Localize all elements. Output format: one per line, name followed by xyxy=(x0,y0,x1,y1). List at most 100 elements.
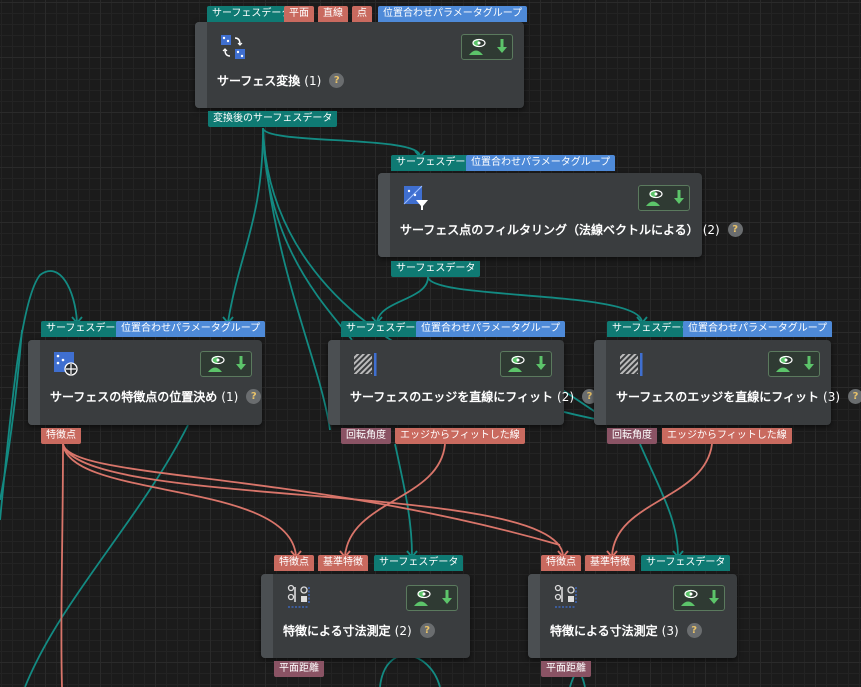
port-in-point[interactable]: 点 xyxy=(352,6,372,22)
wire-edge3-to-measure3 xyxy=(639,443,679,557)
visibility-user-icon[interactable] xyxy=(679,589,699,607)
port-in-surface-data[interactable]: サーフェスデータ xyxy=(41,321,131,337)
port-out-transformed-surface[interactable]: 変換後のサーフェスデータ xyxy=(208,111,338,127)
measure-icon xyxy=(287,584,310,608)
node-title-text: サーフェス変換 xyxy=(217,74,301,88)
wire-edge3line-to-measure3 xyxy=(611,443,713,557)
port-in-align-params[interactable]: 位置合わせパラメータグループ xyxy=(466,155,616,171)
node-body[interactable]: サーフェスのエッジを直線にフィット (3) ? xyxy=(594,340,861,425)
node-controls xyxy=(638,185,690,211)
download-arrow-icon[interactable] xyxy=(708,589,720,607)
node-controls xyxy=(406,585,458,611)
node-controls xyxy=(500,351,552,377)
measure-icon xyxy=(554,584,577,608)
help-icon[interactable]: ? xyxy=(329,73,345,88)
node-index: (2) xyxy=(557,389,575,404)
node-controls xyxy=(461,34,513,60)
port-out-rotation-angle[interactable]: 回転角度 xyxy=(607,428,657,444)
port-in-feature-points[interactable]: 特徴点 xyxy=(274,555,314,571)
port-out-plane-distance[interactable]: 平面距離 xyxy=(541,661,591,677)
wire-left-loop xyxy=(0,270,78,521)
port-out-fitted-line[interactable]: エッジからフィットした線 xyxy=(662,428,792,444)
port-in-align-params[interactable]: 位置合わせパラメータグループ xyxy=(378,6,528,22)
wire-edge2line-to-measure2 xyxy=(344,443,446,557)
visibility-user-icon[interactable] xyxy=(774,355,794,373)
node-title: サーフェス変換 (1) ? xyxy=(217,72,345,89)
visibility-user-icon[interactable] xyxy=(644,189,664,207)
wire-transform-to-feature xyxy=(227,127,264,323)
download-arrow-icon[interactable] xyxy=(535,355,547,373)
node-title-text: 特徴による寸法測定 xyxy=(283,624,391,638)
surface-transform-icon xyxy=(221,35,245,59)
node-index: (1) xyxy=(304,73,322,88)
visibility-user-icon[interactable] xyxy=(206,355,226,373)
port-in-align-params[interactable]: 位置合わせパラメータグループ xyxy=(416,321,566,337)
node-title: サーフェスの特徴点の位置決め (1) ? xyxy=(50,388,262,405)
node-title: 特徴による寸法測定 (3) ? xyxy=(550,622,702,639)
port-in-surface-data[interactable]: サーフェスデータ xyxy=(374,555,464,571)
visibility-user-icon[interactable] xyxy=(412,589,432,607)
download-arrow-icon[interactable] xyxy=(496,38,508,56)
download-arrow-icon[interactable] xyxy=(673,189,685,207)
visibility-user-icon[interactable] xyxy=(506,355,526,373)
port-out-feature-points[interactable]: 特徴点 xyxy=(41,428,81,444)
port-in-reference-feature[interactable]: 基準特徴 xyxy=(585,555,635,571)
help-icon[interactable]: ? xyxy=(686,623,702,638)
port-out-rotation-angle[interactable]: 回転角度 xyxy=(341,428,391,444)
wire-edge2-to-measure2 xyxy=(394,443,413,557)
port-in-surface-data[interactable]: サーフェスデータ xyxy=(391,155,481,171)
node-title-text: 特徴による寸法測定 xyxy=(550,624,658,638)
node-body[interactable]: 特徴による寸法測定 (2) ? xyxy=(261,574,470,658)
node-index: (3) xyxy=(661,623,679,638)
download-arrow-icon[interactable] xyxy=(803,355,815,373)
help-icon[interactable]: ? xyxy=(727,222,743,237)
port-in-surface-data[interactable]: サーフェスデータ xyxy=(207,6,297,22)
download-arrow-icon[interactable] xyxy=(235,355,247,373)
port-in-surface-data[interactable]: サーフェスデータ xyxy=(341,321,431,337)
help-icon[interactable]: ? xyxy=(419,623,435,638)
wire-left-loop-2 xyxy=(0,329,23,501)
help-icon[interactable]: ? xyxy=(246,389,262,404)
node-body[interactable]: サーフェス点のフィルタリング（法線ベクトルによる） (2) ? xyxy=(378,173,743,257)
node-body[interactable]: 特徴による寸法測定 (3) ? xyxy=(528,574,737,658)
visibility-user-icon[interactable] xyxy=(467,38,487,56)
help-icon[interactable]: ? xyxy=(582,389,598,404)
port-in-align-params[interactable]: 位置合わせパラメータグループ xyxy=(116,321,266,337)
port-out-surface-data[interactable]: サーフェスデータ xyxy=(391,261,481,277)
help-icon[interactable]: ? xyxy=(848,389,861,404)
wire-measure2-out xyxy=(379,654,441,687)
node-controls xyxy=(673,585,725,611)
node-body[interactable]: サーフェスのエッジを直線にフィット (2) ? xyxy=(328,340,598,425)
wire-filter-to-edge3 xyxy=(427,276,643,323)
wire-transform-to-filter xyxy=(262,127,421,157)
port-in-surface-data[interactable]: サーフェスデータ xyxy=(607,321,697,337)
edge-fit-icon xyxy=(620,353,643,376)
wire-feature-to-measure3 xyxy=(62,443,564,557)
port-in-plane[interactable]: 平面 xyxy=(284,6,314,22)
port-in-feature-points[interactable]: 特徴点 xyxy=(541,555,581,571)
port-out-plane-distance[interactable]: 平面距離 xyxy=(274,661,324,677)
port-in-surface-data[interactable]: サーフェスデータ xyxy=(641,555,731,571)
node-index: (3) xyxy=(823,389,841,404)
filter-icon xyxy=(403,185,428,210)
wire-feature-to-measure3b xyxy=(62,443,561,546)
node-title-text: サーフェスのエッジを直線にフィット xyxy=(616,390,820,404)
node-title-text: サーフェスの特徴点の位置決め xyxy=(50,390,218,404)
edge-fit-icon xyxy=(354,353,377,376)
node-controls xyxy=(200,351,252,377)
port-in-line[interactable]: 直線 xyxy=(318,6,348,22)
wire-transform-to-edge2 xyxy=(262,127,353,341)
node-body[interactable]: サーフェスの特徴点の位置決め (1) ? xyxy=(28,340,262,425)
wire-feature-down-salmon xyxy=(60,443,64,687)
port-in-reference-feature[interactable]: 基準特徴 xyxy=(318,555,368,571)
node-index: (1) xyxy=(221,389,239,404)
port-out-fitted-line[interactable]: エッジからフィットした線 xyxy=(395,428,525,444)
wire-transform-down-1 xyxy=(262,127,331,431)
port-in-align-params[interactable]: 位置合わせパラメータグループ xyxy=(683,321,833,337)
node-index: (2) xyxy=(394,623,412,638)
download-arrow-icon[interactable] xyxy=(441,589,453,607)
node-body[interactable]: サーフェス変換 (1) ? xyxy=(195,22,524,108)
node-controls xyxy=(768,351,820,377)
wire-filter-to-edge2 xyxy=(376,276,429,323)
node-index: (2) xyxy=(702,222,720,237)
